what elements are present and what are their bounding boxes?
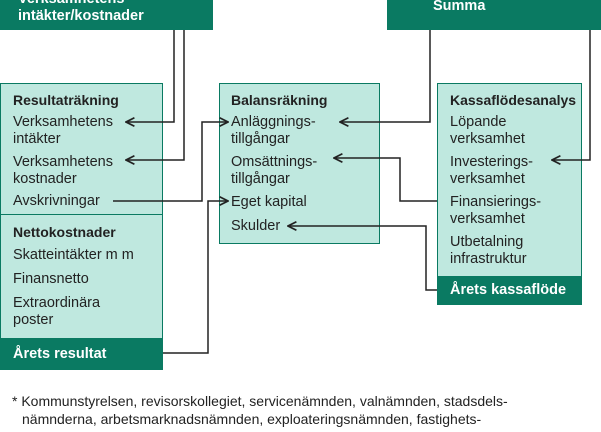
item-investeringsverksamhet: Investerings-verksamhet [450, 154, 534, 187]
balansrakning-panel [219, 83, 380, 244]
arets-resultat-label: Årets resultat [13, 346, 107, 362]
header-verksamhetens-intakter-kostnader: Verksamhetens intäkter/kostnader [0, 0, 213, 30]
arrow-kassaflode-skulder [288, 226, 437, 291]
item-verksamhetens-kostnader: Verksamhetens kostnader [13, 154, 113, 187]
footnote: * Kommunstyrelsen, revisorskollegiet, se… [12, 392, 582, 428]
arrow-summa-anlaggning [340, 30, 431, 122]
arrow-intakter [126, 30, 175, 122]
balansrakning-title: Balansräkning [231, 92, 328, 108]
item-extraordinara-poster: Extraordinära poster [13, 295, 101, 328]
kassaflodesanalys-title: Kassaflödesanalys [450, 92, 577, 108]
arrow-finansiering-omsattning [334, 158, 437, 202]
item-verksamhetens-intakter: Verksamhetens intäkter [13, 114, 113, 147]
item-anlaggningstillgangar: Anläggnings-tillgångar [231, 114, 316, 147]
arets-resultat-bar: Årets resultat [0, 338, 163, 370]
nettokostnader-title: Nettokostnader [13, 224, 116, 240]
arets-kassaflode-bar: Årets kassaflöde [437, 276, 582, 305]
arets-kassaflode-label: Årets kassaflöde [450, 282, 567, 298]
item-skulder: Skulder [231, 218, 281, 234]
item-skatteintakter: Skatteintäkter m m [13, 247, 134, 263]
item-avskrivningar: Avskrivningar [13, 193, 100, 209]
item-finansnetto: Finansnetto [13, 271, 89, 287]
header-summa: Summa [387, 0, 601, 30]
header-label: Verksamhetens intäkter/kostnader [18, 0, 144, 24]
arrow-kostnader [126, 30, 185, 160]
summa-label: Summa [433, 0, 486, 14]
item-omsattningstillgangar: Omsättnings-tillgångar [231, 154, 318, 187]
arrow-summa-investering [552, 30, 591, 160]
kassaflodesanalys-panel [437, 83, 582, 305]
resultatrakning-title: Resultaträkning [13, 92, 119, 108]
arrow-avskrivningar-anlaggning [113, 122, 228, 202]
item-utbetalning-infrastruktur: Utbetalning infrastruktur [450, 234, 527, 267]
resultatrakning-panel [0, 83, 163, 370]
footnote-text: * Kommunstyrelsen, revisorskollegiet, se… [12, 393, 508, 427]
item-finansieringsverksamhet: Finansierings-verksamhet [450, 194, 542, 227]
item-eget-kapital: Eget kapital [231, 194, 307, 210]
resultatrakning-divider [0, 214, 163, 215]
arrow-resultat-eget-kapital [163, 201, 228, 354]
item-lopande-verksamhet: Löpande verksamhet [450, 114, 525, 147]
